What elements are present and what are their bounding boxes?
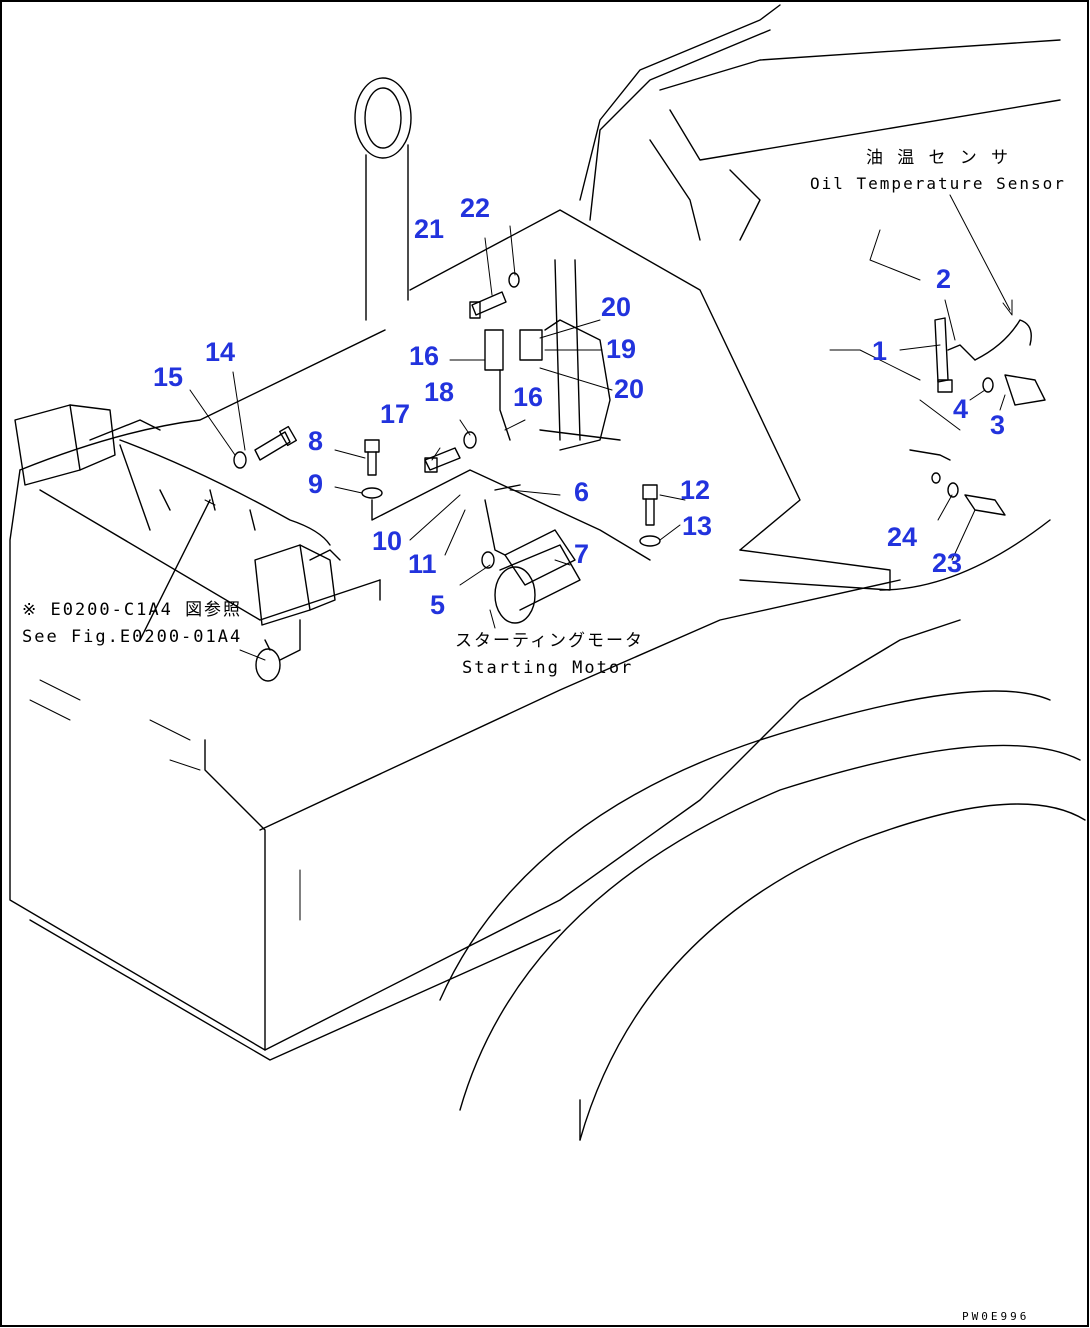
work-lamp-lower [254,544,341,626]
callout-20-lower: 20 [614,374,645,404]
washer-9 [361,487,383,499]
starting-motor [481,484,581,624]
callout-4: 4 [953,394,969,424]
bolt-14 [254,425,298,461]
starting-motor-label-en: Starting Motor [462,658,634,678]
callout-12: 12 [680,475,711,505]
callout-13: 13 [682,511,713,541]
relay-bracket [484,259,621,451]
callout-19: 19 [606,334,637,364]
callout-7: 7 [574,539,590,569]
bolt-12 [642,484,658,526]
leader-lines [189,194,1013,661]
callout-21: 21 [414,214,445,244]
oil-temperature-sensor [909,317,1046,516]
washer-13 [639,535,661,547]
callout-18: 18 [424,377,455,407]
callout-22: 22 [460,193,491,223]
starting-motor-label-jp: スターティングモータ [455,631,644,651]
callout-11: 11 [408,549,437,579]
bolt-17 [424,447,461,473]
callout-14: 14 [205,337,236,367]
see-figure-note-jp: ※ E0200-C1A4 図参照 [22,600,243,620]
callout-16-upper: 16 [409,341,440,371]
callout-16-lower: 16 [513,382,544,412]
washer-18 [463,431,477,449]
washer-15 [233,451,247,469]
callout-24: 24 [887,522,918,552]
callout-3: 3 [990,410,1006,440]
callout-9: 9 [308,469,324,499]
horn [255,619,301,682]
callout-23: 23 [932,548,963,578]
callout-1: 1 [872,336,888,366]
callout-6: 6 [574,477,590,507]
oil-sensor-label-jp: 油 温 セ ン サ [866,148,1010,168]
machine-body [9,4,1086,1141]
bolt-8 [364,439,380,476]
callout-8: 8 [308,426,324,456]
callout-15: 15 [153,362,184,392]
oil-sensor-label-en: Oil Temperature Sensor [810,174,1066,193]
bolt-21 [469,291,507,319]
washer-22 [508,272,520,288]
callout-10: 10 [372,526,403,556]
callout-2: 2 [936,264,952,294]
see-figure-note-en: See Fig.E0200-01A4 [22,627,243,647]
callout-17: 17 [380,399,411,429]
wire-harness [119,439,331,546]
drawing-code: PW0E996 [962,1310,1030,1323]
callout-20-upper: 20 [601,292,632,322]
work-lamp-upper [14,404,161,486]
callout-5: 5 [430,590,446,620]
